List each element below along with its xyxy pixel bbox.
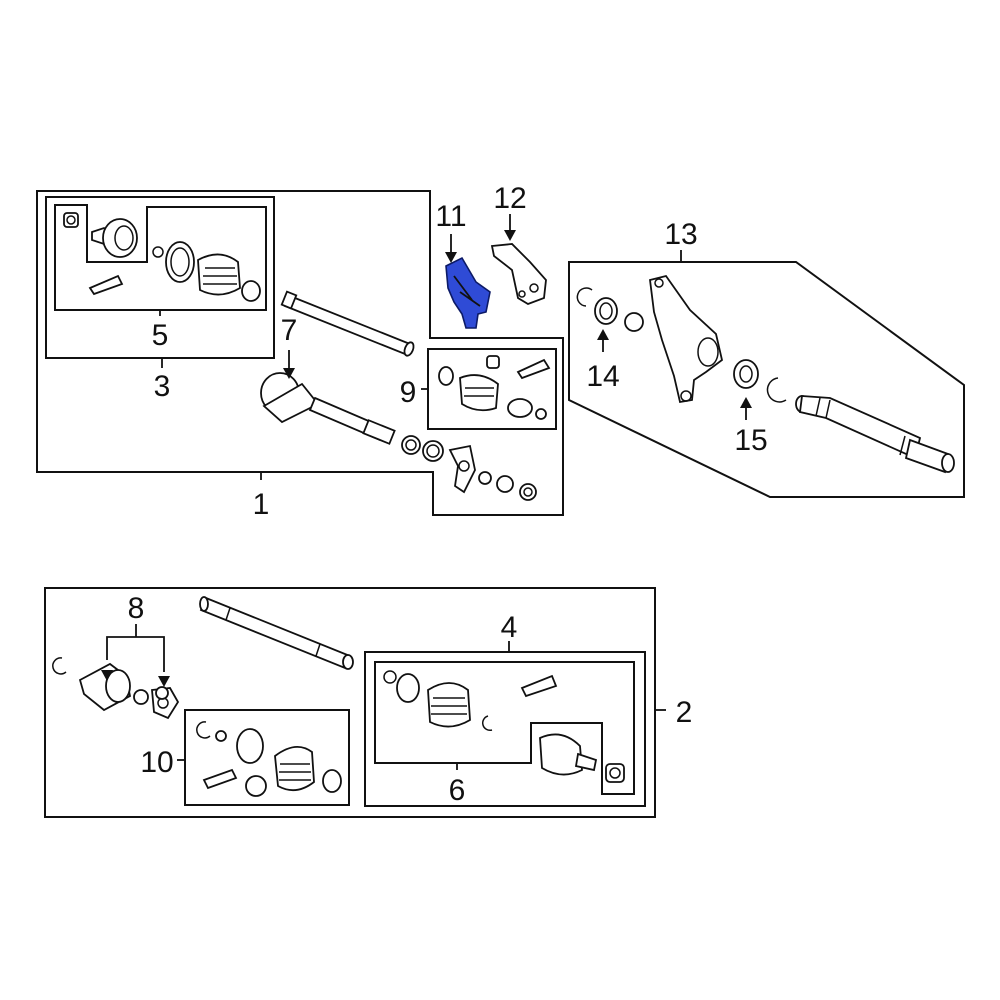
- kit-10-box: [184, 709, 350, 806]
- callout-11: 11: [435, 200, 466, 233]
- assembly-13-group: [568, 250, 965, 498]
- kit-10-parts: [196, 721, 342, 797]
- callout-14: 14: [586, 360, 619, 393]
- kit-5-box: [54, 204, 267, 311]
- highlighted-bracket-11[interactable]: [445, 256, 491, 329]
- assembly-1-group: [36, 190, 564, 516]
- callout-8: 8: [128, 592, 145, 625]
- callout-1: 1: [253, 488, 270, 521]
- callout-6: 6: [449, 774, 466, 807]
- kit-3-parts: [152, 241, 261, 302]
- assembly-2-group: [44, 587, 666, 818]
- callout-10: 10: [140, 746, 173, 779]
- kit-3-box: [45, 196, 275, 359]
- callout-3: 3: [154, 370, 171, 403]
- part-12[interactable]: [490, 214, 547, 305]
- assembly-1-outline: [36, 190, 564, 516]
- inner-joint-8: [52, 624, 180, 720]
- rings-14: [576, 287, 644, 352]
- callout-12: 12: [493, 182, 526, 215]
- bracket-parts-1: [448, 444, 537, 501]
- axle-shaft-7: [280, 290, 415, 357]
- callout-9: 9: [400, 376, 417, 409]
- assembly-13-outline: [568, 261, 965, 498]
- inner-joint-7: [260, 372, 444, 462]
- callout-labels: 1 2 3 4 5 6 7 8 9 10 11 12 13 14 15: [128, 182, 768, 807]
- kit-4-box: [364, 651, 646, 807]
- kit-9-parts: [438, 355, 551, 420]
- callout-5: 5: [152, 319, 169, 352]
- outer-joint-4: [539, 733, 625, 783]
- callout-2: 2: [676, 696, 693, 729]
- kit-5-parts: [63, 212, 138, 296]
- part-11[interactable]: [445, 234, 491, 329]
- kit-6-box: [374, 661, 635, 795]
- axle-shaft-2: [199, 596, 354, 670]
- callout-13: 13: [664, 218, 697, 251]
- assembly-2-outline: [44, 587, 656, 818]
- intermediate-shaft-13: [795, 395, 955, 474]
- callout-7: 7: [281, 314, 298, 347]
- callout-4: 4: [501, 611, 518, 644]
- callout-15: 15: [734, 424, 767, 457]
- carrier-bracket-13: [649, 274, 724, 404]
- bearing-15: [733, 359, 787, 420]
- kit-6-parts: [383, 670, 558, 732]
